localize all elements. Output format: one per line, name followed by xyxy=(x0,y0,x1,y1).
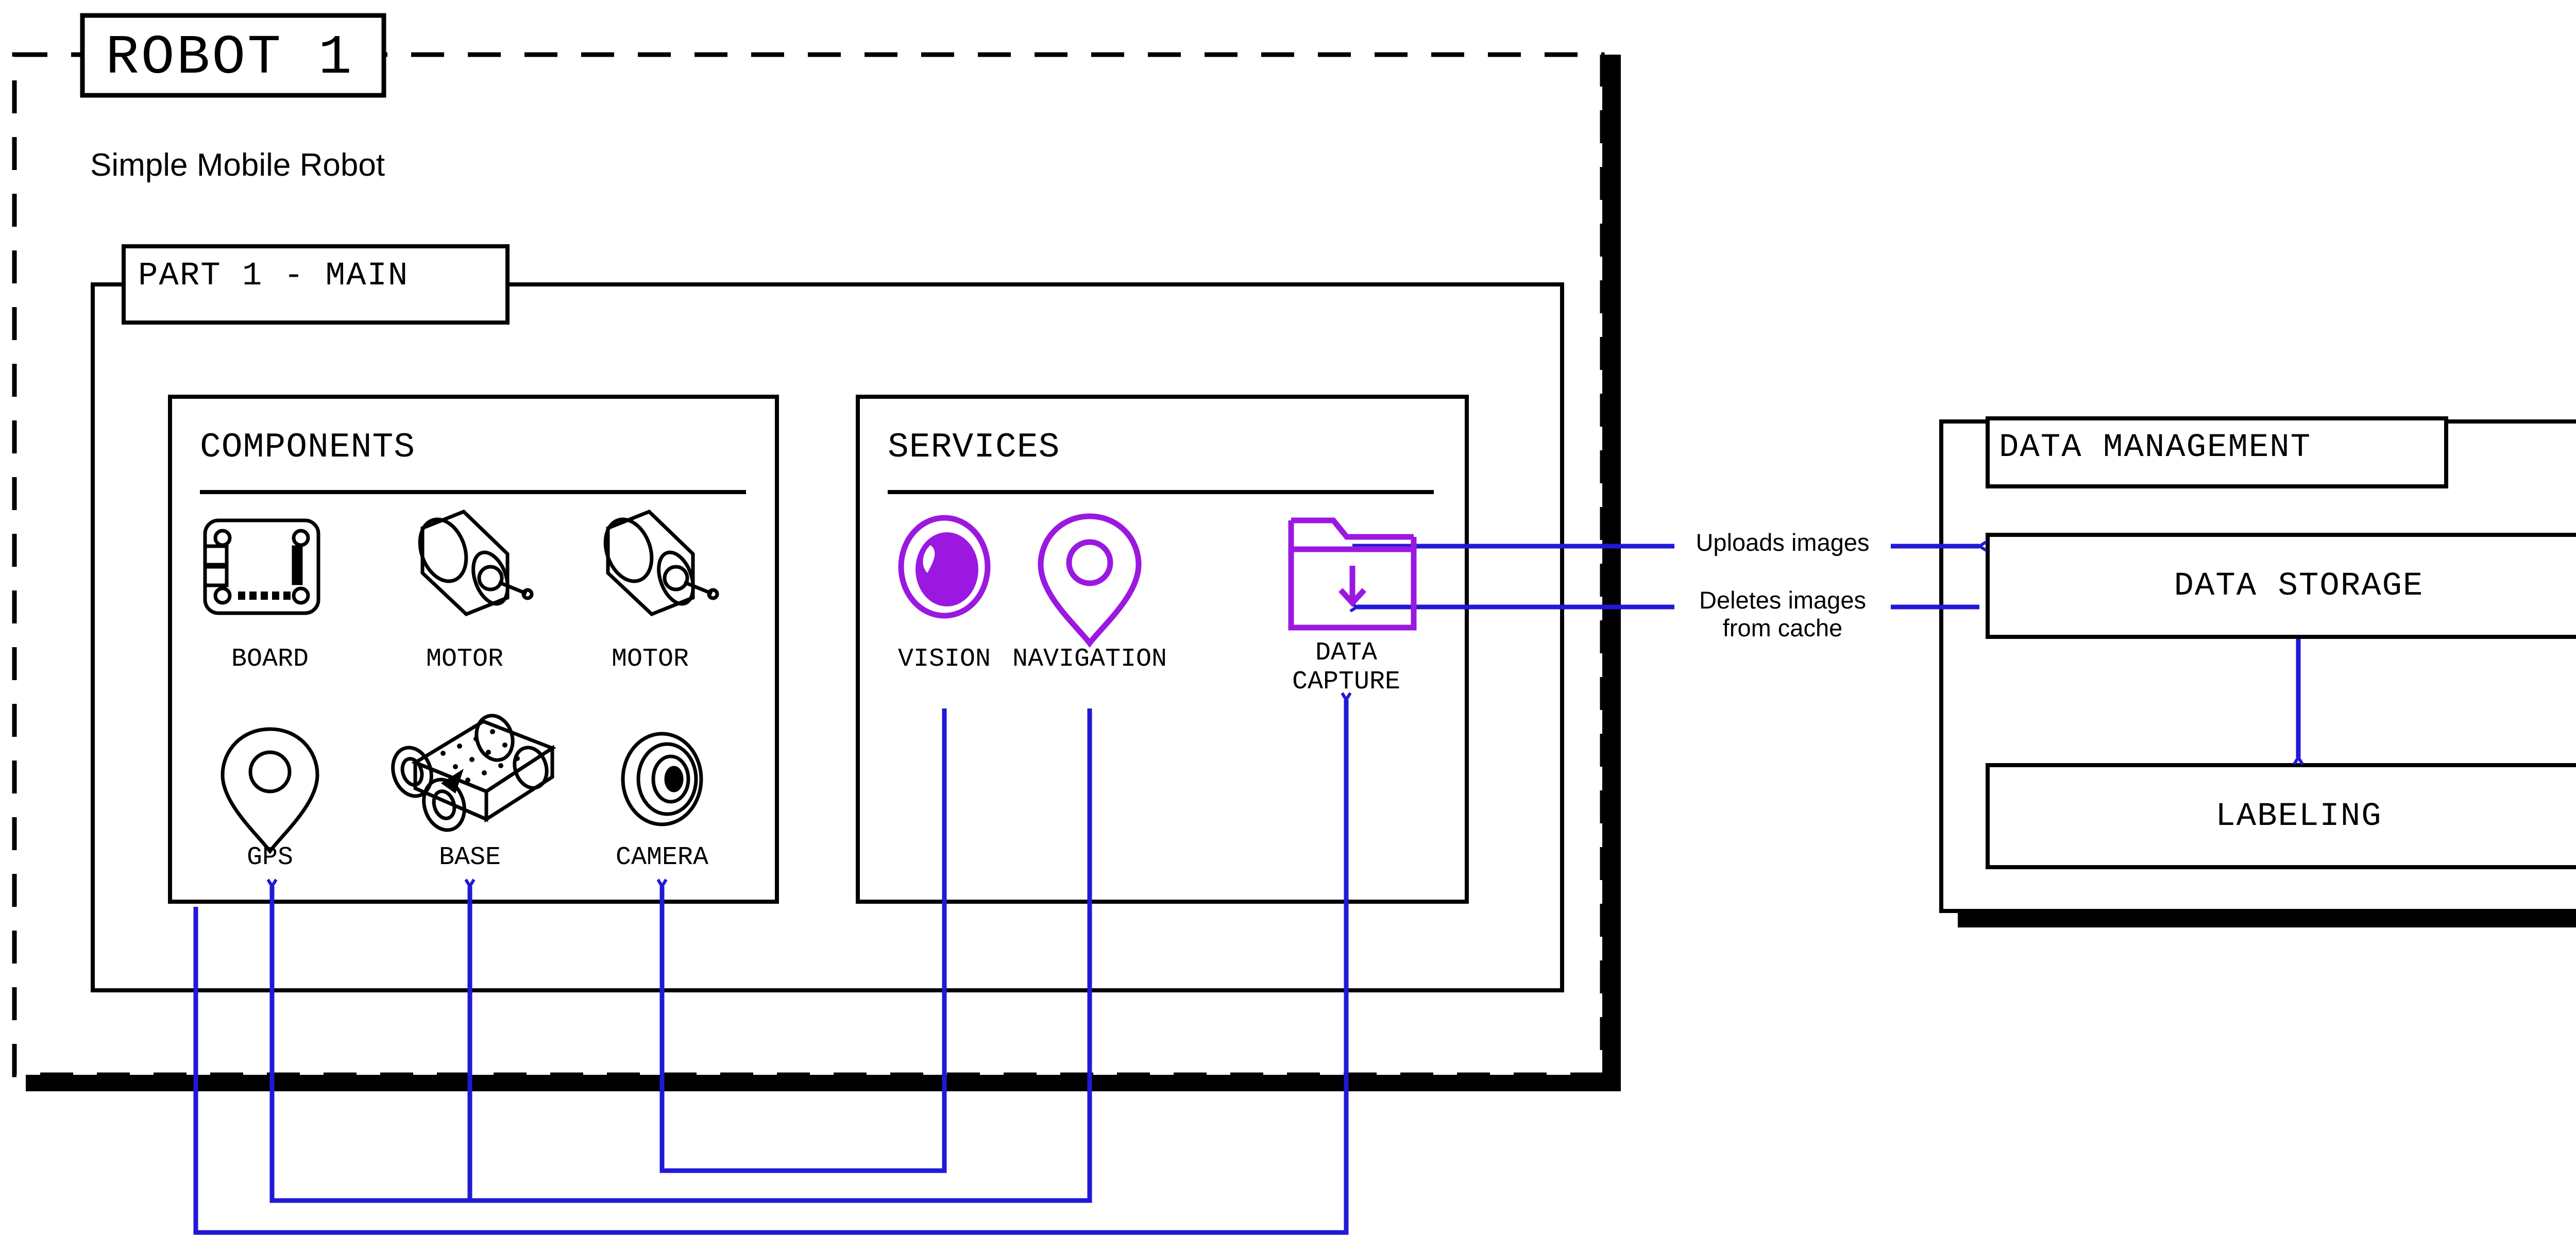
component-label-camera: CAMERA xyxy=(615,843,709,872)
service-label-vision: VISION xyxy=(897,645,991,674)
component-label-motor-2: MOTOR xyxy=(611,645,689,674)
components-panel-frame xyxy=(168,395,779,904)
folder-download-icon xyxy=(1288,517,1417,631)
component-label-motor-1: MOTOR xyxy=(426,645,504,674)
component-label-gps: GPS xyxy=(246,843,293,872)
service-label-data-capture: DATA CAPTURE xyxy=(1292,638,1401,697)
services-panel-heading: SERVICES xyxy=(888,428,1060,467)
circuit-board-icon xyxy=(203,518,320,615)
connector-vision-to-camera xyxy=(662,708,947,1173)
data-management-panel-frame xyxy=(1939,416,2576,913)
rover-base-icon xyxy=(391,714,556,832)
location-pin-icon xyxy=(1038,513,1142,648)
data-management-shadow xyxy=(1958,911,2576,927)
labeling-label: LABELING xyxy=(2215,798,2382,835)
part-title: PART 1 - MAIN xyxy=(138,258,409,295)
data-management-title: DATA MANAGEMENT xyxy=(1999,429,2312,466)
component-label-base: BASE xyxy=(438,843,501,872)
robot-boundary xyxy=(12,52,1605,1077)
services-panel-frame xyxy=(856,395,1469,904)
connector-navigation-to-gps xyxy=(272,886,1090,1203)
edge-label-deletes-images: Deletes images from cache xyxy=(1674,586,1891,643)
robot-title: ROBOT 1 xyxy=(106,27,354,90)
motor-icon-1 xyxy=(418,509,534,617)
robot-title-box xyxy=(80,13,386,98)
eye-icon xyxy=(898,515,991,619)
robot-panel-shadow xyxy=(26,55,1621,1091)
connector-board-to-data-capture xyxy=(193,700,1346,1235)
motor-icon-2 xyxy=(603,509,719,617)
edge-label-uploads-images: Uploads images xyxy=(1674,529,1891,557)
map-pin-icon xyxy=(221,727,319,854)
data-storage-label: DATA STORAGE xyxy=(2174,568,2424,605)
component-label-board: BOARD xyxy=(231,645,309,674)
robot-subtitle: Simple Mobile Robot xyxy=(90,147,385,183)
camera-lens-icon xyxy=(621,732,703,826)
components-panel-heading: COMPONENTS xyxy=(200,428,416,467)
service-label-navigation: NAVIGATION xyxy=(1012,645,1167,674)
